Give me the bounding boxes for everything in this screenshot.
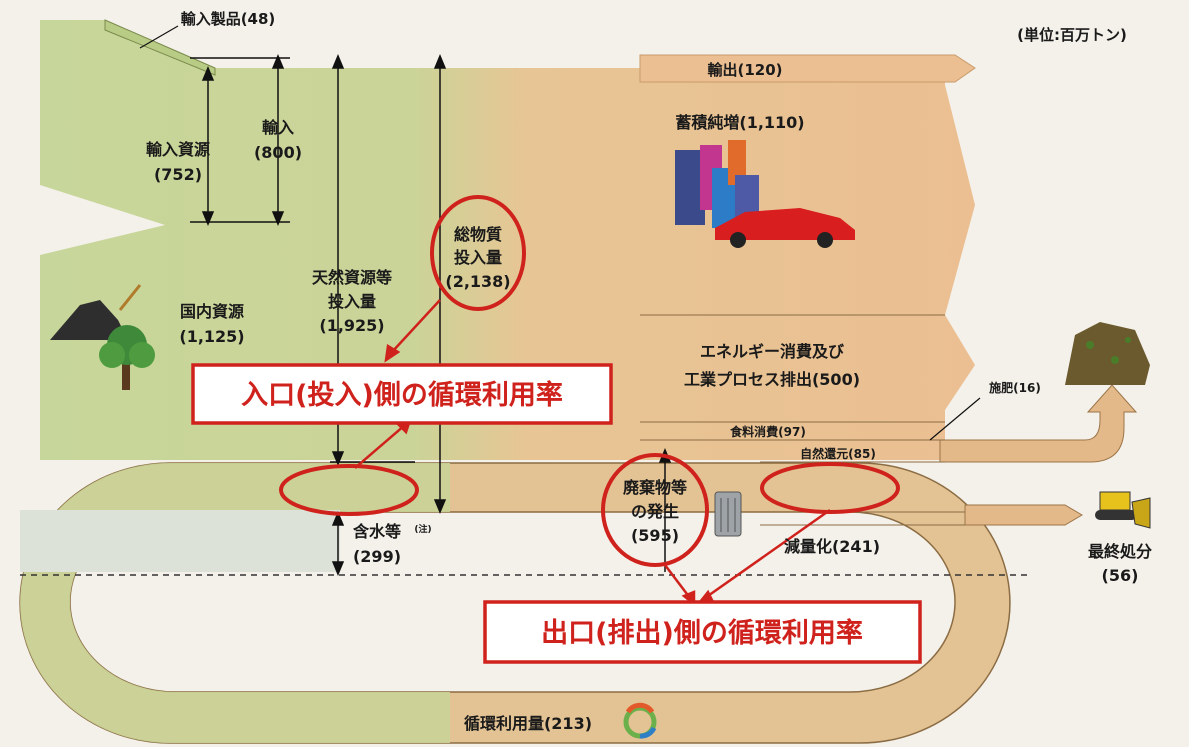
total-input-value: (2,138): [445, 272, 510, 291]
water-content-label: 含水等: [353, 522, 401, 541]
waste-value: (595): [631, 526, 679, 545]
final-disposal-value: (56): [1102, 566, 1139, 585]
natural-resources-line2: 投入量: [328, 292, 376, 311]
bulldozer-icon: [1095, 491, 1151, 529]
fertilizer-arrow: [939, 384, 1138, 463]
total-input-line1: 総物質: [454, 225, 502, 244]
import-resources-label: 輸入資源: [146, 140, 210, 159]
cyclical-loop-left: [20, 463, 450, 743]
export-arrow: [639, 54, 976, 83]
domestic-resources-label: 国内資源: [180, 302, 244, 321]
imports-value: (800): [254, 143, 302, 162]
entrance-box: [191, 363, 613, 425]
final-disposal-label: 最終処分: [1088, 542, 1152, 561]
entrance-box-label: 入口(投入)側の循環利用率: [241, 379, 563, 411]
water-content-note: (注): [414, 523, 431, 535]
import-products-band: [104, 19, 216, 76]
entrance-recycle-ellipse: [279, 464, 419, 516]
natural-return-label: 自然還元(85): [800, 446, 876, 461]
fertilizer-label: 施肥(16): [989, 380, 1041, 395]
reduction-label: 減量化(241): [784, 537, 880, 556]
unit-label: (単位:百万トン): [1017, 26, 1127, 44]
waste-line1: 廃棄物等: [623, 478, 687, 497]
total-input-circle: [430, 195, 526, 311]
waste-circle: [601, 453, 709, 567]
total-input-line2: 投入量: [454, 248, 502, 267]
exit-box-label: 出口(排出)側の循環利用率: [541, 617, 863, 649]
exports-label: 輸出(120): [707, 61, 782, 79]
exit-box: [483, 600, 922, 664]
final-disposal-arrow: [964, 504, 1083, 526]
car-icon: [715, 208, 855, 248]
natural-resources-line1: 天然資源等: [312, 268, 392, 287]
compost-icon: [1065, 322, 1150, 385]
cyclical-use-label: 循環利用量(213): [464, 714, 592, 733]
tree-icon: [99, 325, 155, 390]
trash-can-icon: [714, 491, 742, 537]
water-content-value: (299): [353, 547, 401, 566]
waste-line2: の発生: [631, 502, 679, 521]
imports-label: 輸入: [262, 118, 294, 137]
food-label: 食料消費(97): [729, 424, 806, 439]
domestic-resources-value: (1,125): [179, 327, 244, 346]
natural-resources-value: (1,925): [319, 316, 384, 335]
net-accumulation-label: 蓄積純増(1,110): [675, 113, 804, 132]
water-band: [20, 510, 340, 572]
main-flow-band: [40, 20, 975, 460]
coal-pile-icon: [50, 284, 142, 340]
energy-line2: 工業プロセス排出(500): [684, 370, 860, 389]
energy-line1: エネルギー消費及び: [700, 342, 845, 361]
exit-recycle-ellipse: [760, 462, 900, 514]
import-resources-value: (752): [154, 165, 202, 184]
import-products-label: 輸入製品(48): [181, 10, 276, 28]
recycle-icon: [623, 702, 657, 739]
